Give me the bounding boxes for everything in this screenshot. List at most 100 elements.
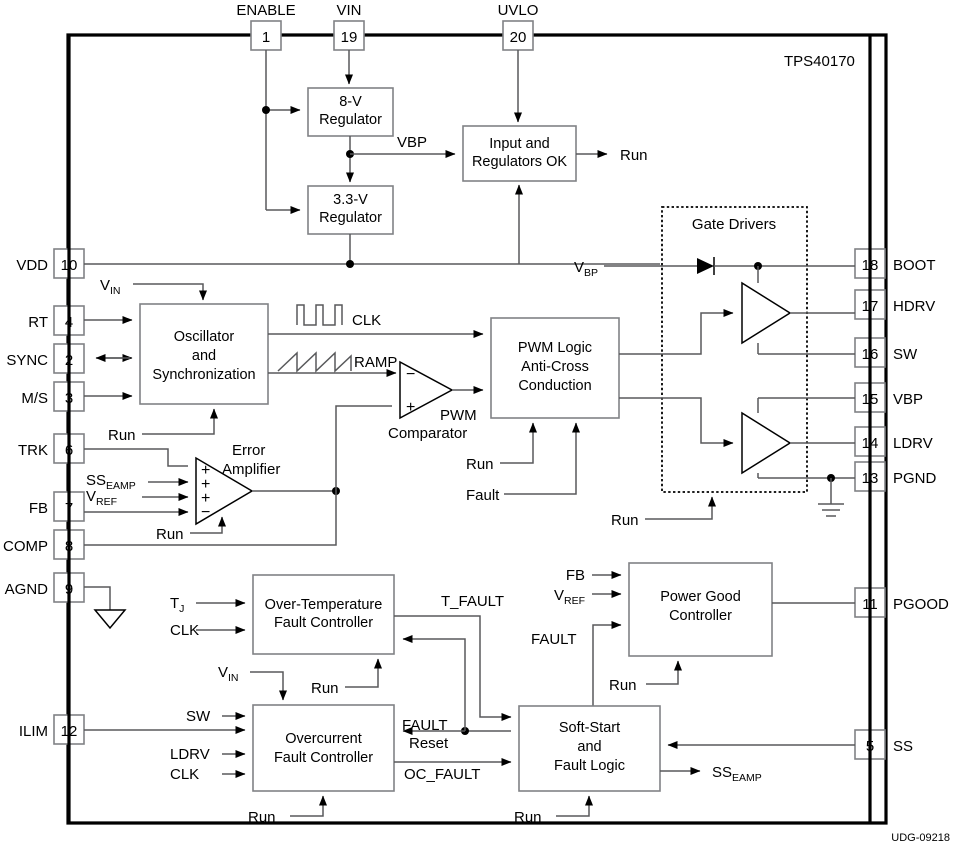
vbp-label-gatedriver: VBP: [574, 259, 598, 279]
vin-label-ocurrent: VIN: [218, 664, 239, 684]
error-amp-line1: Error: [232, 442, 265, 459]
vref-to-eamp: VREF: [86, 488, 189, 508]
vin-label-osc: VIN: [100, 277, 121, 297]
vref-label-pgood: VREF: [554, 587, 585, 607]
run-label-pwm: Run: [466, 456, 494, 473]
pin-uvlo[interactable]: 20 UVLO: [498, 2, 539, 51]
block-oscillator: Oscillator and Synchronization: [139, 303, 269, 405]
block-overcurrent-fault-controller: Overcurrent Fault Controller: [252, 704, 395, 792]
block-soft-start-fault-logic: Soft-Start and Fault Logic: [518, 705, 661, 792]
run-to-pgood: Run: [609, 660, 682, 694]
run-to-pwm-logic: Run: [466, 422, 537, 473]
block-oscillator-line2: and: [192, 348, 216, 364]
block-pwm-logic-line1: PWM Logic: [518, 340, 592, 356]
pin-enable-number: 1: [262, 29, 270, 46]
fb-label-pgood: FB: [566, 567, 585, 584]
pin-sync[interactable]: 2 SYNC: [6, 343, 85, 374]
pin-vin-label: VIN: [336, 2, 361, 19]
pin-ilim[interactable]: 12 ILIM: [19, 714, 85, 745]
error-amp-line2: Amplifier: [222, 461, 280, 478]
pin-fb[interactable]: 7 FB: [29, 491, 85, 522]
run-to-error-amp: Run: [156, 516, 226, 543]
ramp-waveform-icon: RAMP: [277, 351, 397, 373]
sseamp-output-label: SSEAMP: [712, 764, 762, 784]
eamp-in2-sign: +: [201, 476, 210, 493]
ldrv-to-ocurrent: LDRV: [170, 746, 246, 763]
pin-hdrv[interactable]: 17 HDRV: [854, 289, 935, 320]
pin-agnd[interactable]: 9 AGND: [5, 572, 85, 603]
run-label-ocurrent: Run: [248, 809, 276, 826]
sw-to-ocurrent: SW: [186, 708, 246, 725]
block-power-good-controller: Power Good Controller: [628, 562, 773, 657]
pin-pgnd[interactable]: 13 PGND: [854, 461, 937, 492]
ldrv-label-ocurrent: LDRV: [170, 746, 210, 763]
error-amplifier: Error Amplifier + + + −: [195, 442, 280, 526]
pin-vin[interactable]: 19 VIN: [333, 2, 365, 51]
figure-id-label: UDG-09218: [891, 832, 950, 844]
run-to-ocurrent: Run: [248, 795, 327, 826]
block-input-regulators-ok: Input and Regulators OK: [462, 125, 577, 182]
pin-ss[interactable]: 5 SS: [854, 729, 913, 760]
pin-vdd-label: VDD: [16, 257, 48, 274]
pin-rt-label: RT: [28, 314, 48, 331]
fault-reset-line1: FAULT: [402, 717, 448, 734]
gate-drivers-title: Gate Drivers: [692, 216, 776, 233]
pin-vbp-label: VBP: [893, 391, 923, 408]
block-pwm-logic-line3: Conduction: [518, 378, 591, 394]
clk-label-otemp: CLK: [170, 622, 199, 639]
eamp-output-net: [84, 405, 392, 546]
pin-ilim-label: ILIM: [19, 723, 48, 740]
pin-ss-label: SS: [893, 738, 913, 755]
block-8v-regulator: 8-V Regulator: [307, 87, 394, 137]
pin-ldrv[interactable]: 14 LDRV: [854, 426, 933, 457]
fault-to-pwm-logic: Fault: [466, 422, 580, 504]
hdrv-driver: [619, 266, 855, 355]
clk-waveform-icon: CLK: [296, 304, 381, 329]
sseamp-label-eamp: SSEAMP: [86, 472, 136, 492]
block-pgood-line2: Controller: [669, 608, 732, 624]
block-input-ok-line1: Input and: [489, 136, 549, 152]
run-label-osc: Run: [108, 427, 136, 444]
pin-vbp[interactable]: 15 VBP: [854, 382, 923, 413]
pin-rt[interactable]: 4 RT: [28, 305, 85, 336]
pin-comp[interactable]: 8 COMP: [3, 529, 85, 560]
run-label-inputok: Run: [620, 147, 648, 164]
pin-hdrv-label: HDRV: [893, 298, 935, 315]
fault-reset-net: FAULT Reset: [402, 635, 511, 752]
pin-vin-number: 19: [341, 29, 358, 46]
ramp-label: RAMP: [354, 354, 397, 371]
pwm-comparator-line2: Comparator: [388, 425, 467, 442]
run-to-otemp: Run: [311, 658, 382, 697]
run-label-gatedrivers: Run: [611, 512, 639, 529]
pin-fb-label: FB: [29, 500, 48, 517]
pin-trk[interactable]: 6 TRK: [18, 433, 85, 464]
eamp-in3-sign: +: [201, 490, 210, 507]
vbp-signal-label: VBP: [397, 134, 427, 151]
vbp-net: VBP: [346, 134, 456, 183]
run-label-otemp: Run: [311, 680, 339, 697]
block-softstart-line1: Soft-Start: [559, 720, 620, 736]
block-8v-regulator-line1: 8-V: [339, 94, 362, 110]
fb-to-pgood: FB: [566, 567, 622, 584]
block-pwm-logic-line2: Anti-Cross: [521, 359, 589, 375]
pwm-comp-plus: +: [406, 399, 415, 416]
pin-boot-label: BOOT: [893, 257, 936, 274]
run-label-eamp: Run: [156, 526, 184, 543]
run-to-oscillator: Run: [108, 408, 218, 444]
block-oscillator-line3: Synchronization: [152, 367, 255, 383]
pin-vdd[interactable]: 10 VDD: [16, 248, 85, 279]
t-fault-label: T_FAULT: [441, 593, 504, 610]
block-ocurrent-line1: Overcurrent: [285, 731, 362, 747]
pin-ms[interactable]: 3 M/S: [21, 381, 85, 412]
tj-to-otemp: TJ: [170, 595, 246, 615]
pin-enable[interactable]: 1 ENABLE: [236, 2, 296, 51]
pin-boot[interactable]: 18 BOOT: [854, 248, 936, 279]
trk-wire: [84, 448, 188, 467]
block-pgood-line1: Power Good: [660, 589, 741, 605]
pin-sync-label: SYNC: [6, 352, 48, 369]
fault-label-pgood: FAULT: [531, 631, 577, 648]
vin-to-oscillator: VIN: [100, 277, 207, 301]
block-ocurrent-line2: Fault Controller: [274, 750, 373, 766]
pin-ms-label: M/S: [21, 390, 48, 407]
